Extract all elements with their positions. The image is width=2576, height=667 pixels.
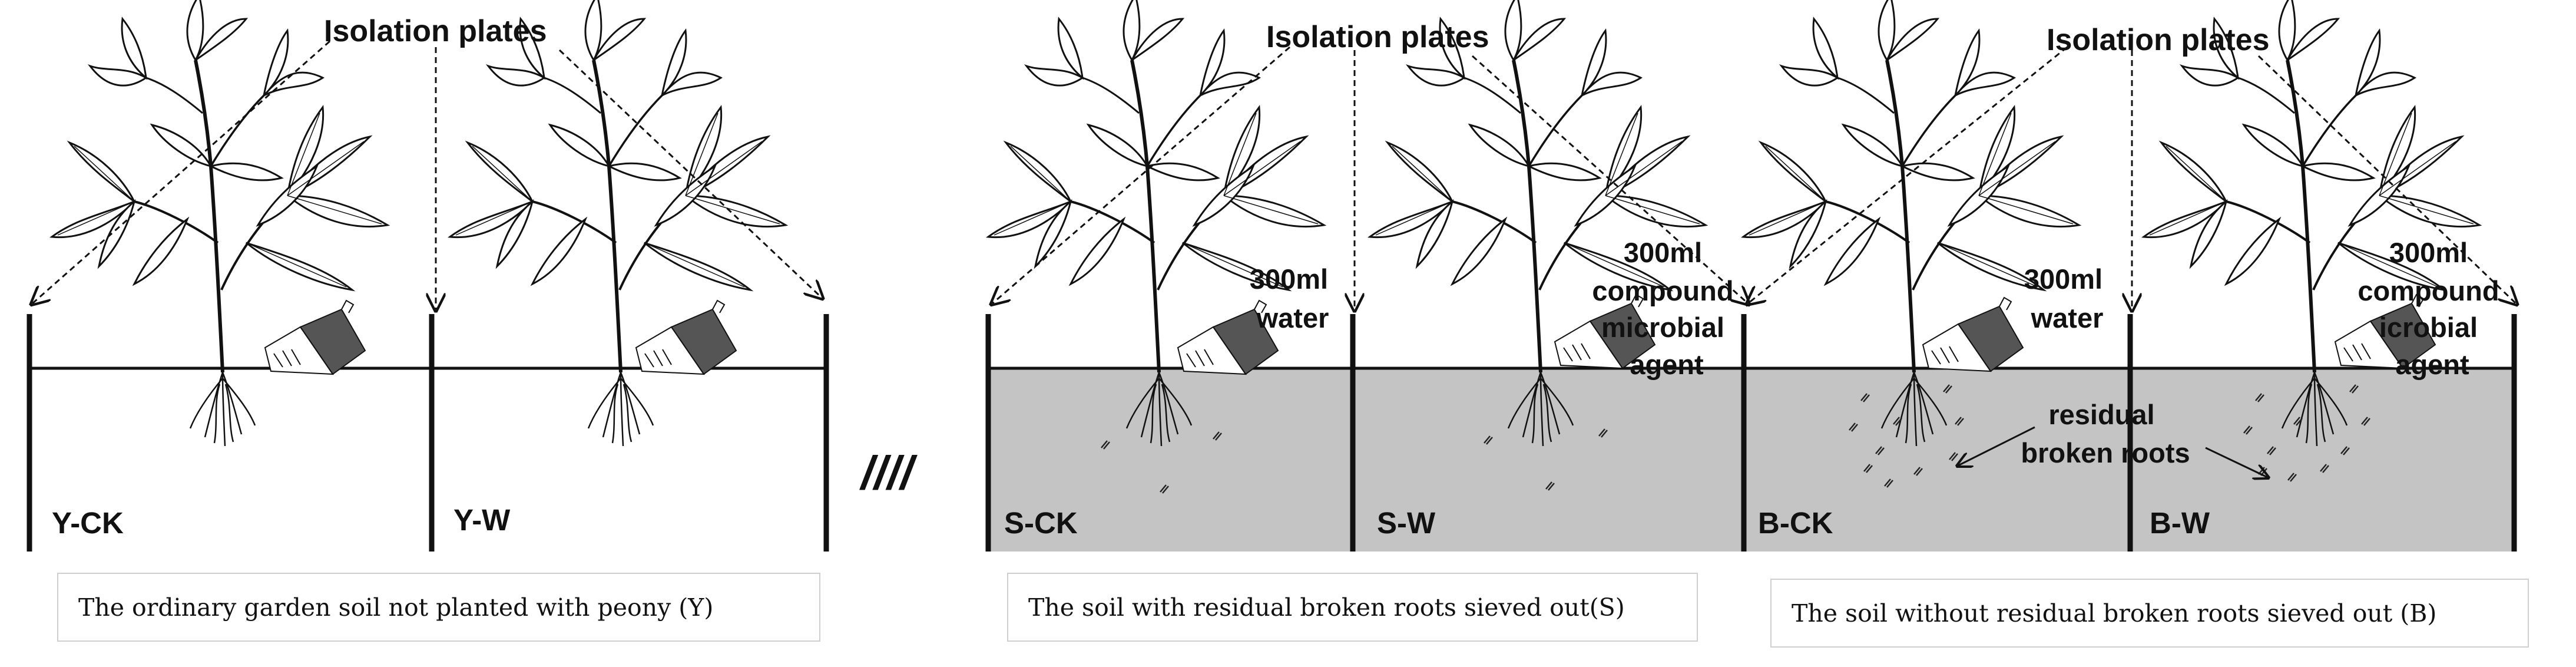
plot-label-b-ck: B-CK [1758,506,1833,540]
isolation-plate-bars [27,314,2517,552]
peony-plant-icon [450,0,786,446]
caption-y-text: The ordinary garden soil not planted wit… [78,593,714,622]
plot-label-b-w: B-W [2150,506,2210,540]
flask-icon [1922,297,2024,372]
caption-s-text: The soil with residual broken roots siev… [1028,593,1625,622]
water-label: 300ml water [1250,263,1336,334]
soil-s [988,368,1744,552]
plot-label-y-ck: Y-CK [52,506,124,540]
caption-y: The ordinary garden soil not planted wit… [57,573,820,642]
isolation-plates-label: Isolation plates [1266,20,1489,54]
flask-icon [635,300,737,375]
peony-plant-icon [52,0,388,446]
isolation-plates-label: Isolation plates [2047,23,2270,57]
caption-s: The soil with residual broken roots siev… [1007,573,1698,642]
plot-label-y-w: Y-W [453,503,511,537]
water-label: 300ml water [2024,263,2110,334]
residual-roots-label: residual broken roots [2021,399,2190,468]
section-separator: //// [859,447,918,499]
isolation-plates-label: Isolation plates [324,14,547,48]
caption-b: The soil without residual broken roots s… [1770,579,2529,648]
agent-label-s: 300ml compound microbial agent [1592,237,1741,380]
agent-label-b: 300ml compound icrobial agent [2358,237,2507,380]
plot-label-s-ck: S-CK [1004,506,1078,540]
plot-label-s-w: S-W [1377,506,1436,540]
caption-b-text: The soil without residual broken roots s… [1792,599,2437,628]
flask-icon [264,300,366,375]
